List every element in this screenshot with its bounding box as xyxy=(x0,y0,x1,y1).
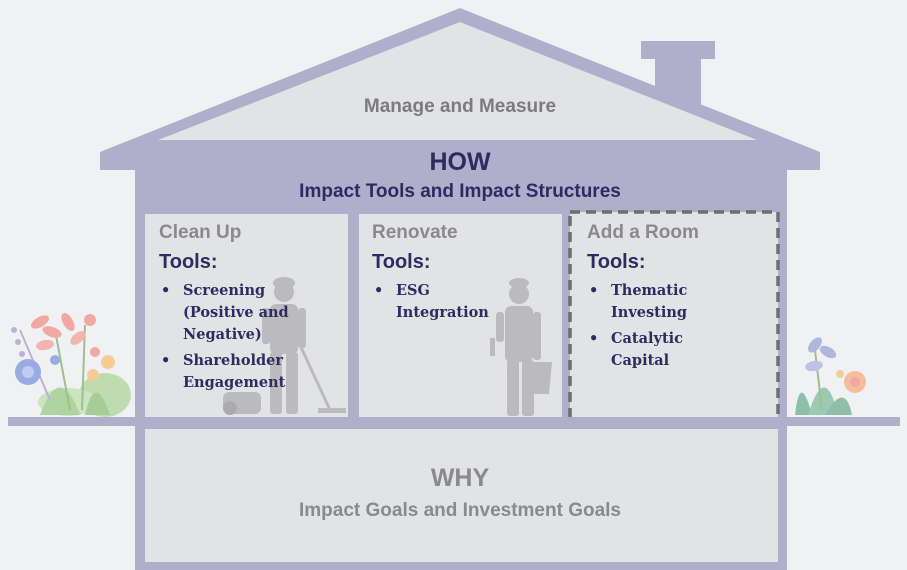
why-panel xyxy=(145,429,778,562)
room-renovate-tool-list: • ESG Integration xyxy=(372,280,492,328)
tool-label: Shareholder Engagement xyxy=(183,352,286,391)
tool-label: Thematic Investing xyxy=(611,282,688,321)
bullet-icon: • xyxy=(374,282,384,299)
tool-label: Catalytic Capital xyxy=(611,330,683,369)
why-title: WHY xyxy=(430,464,490,492)
room-add-a-room-tool-list: • Thematic Investing • Catalytic Capital xyxy=(587,280,707,376)
room-add-a-room-tools-label: Tools: xyxy=(587,251,646,273)
tool-label: Screening (Positive and Negative) xyxy=(183,282,289,343)
bullet-icon: • xyxy=(161,282,171,299)
cleaner-worker-icon xyxy=(223,277,346,415)
ground-line xyxy=(8,417,900,426)
painter-worker-icon xyxy=(490,278,552,416)
bullet-icon: • xyxy=(589,330,599,347)
how-title: HOW xyxy=(429,148,491,176)
tool-item: • Catalytic Capital xyxy=(587,328,707,372)
plants-right-icon xyxy=(795,337,866,415)
room-clean-up-panel xyxy=(145,214,348,418)
plants-left-icon xyxy=(11,312,131,417)
room-renovate-tools-label: Tools: xyxy=(372,251,431,273)
roof-label: Manage and Measure xyxy=(363,96,557,117)
how-subtitle: Impact Tools and Impact Structures xyxy=(299,181,621,202)
room-renovate-title: Renovate xyxy=(372,222,458,243)
tool-item: • Shareholder Engagement xyxy=(159,350,299,394)
tool-item: • Thematic Investing xyxy=(587,280,707,324)
tool-item: • ESG Integration xyxy=(372,280,492,324)
bullet-icon: • xyxy=(589,282,599,299)
room-clean-up-title: Clean Up xyxy=(159,222,242,243)
roof xyxy=(100,8,820,170)
tool-label: ESG Integration xyxy=(396,282,489,321)
why-subtitle: Impact Goals and Investment Goals xyxy=(298,500,622,521)
room-add-a-room-panel xyxy=(568,210,780,421)
tool-item: • Screening (Positive and Negative) xyxy=(159,280,299,346)
room-clean-up-tool-list: • Screening (Positive and Negative) • Shar… xyxy=(159,280,299,398)
bullet-icon: • xyxy=(161,352,171,369)
room-add-a-room-title: Add a Room xyxy=(587,222,699,243)
room-clean-up-tools-label: Tools: xyxy=(159,251,218,273)
